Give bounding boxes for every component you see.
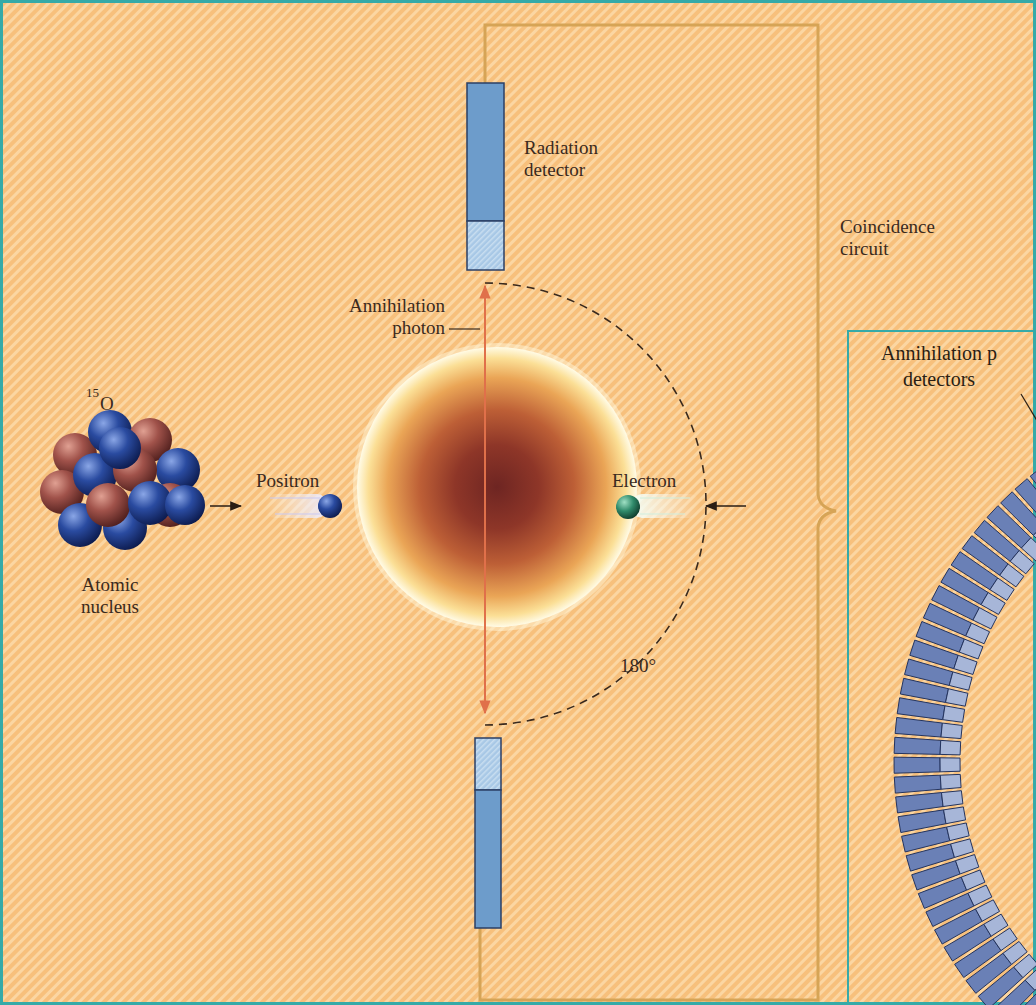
detector-crystal — [946, 689, 968, 706]
detector-crystal — [954, 655, 977, 674]
detector-block — [1030, 466, 1036, 512]
inset-panel: Annihilation p detectors — [847, 330, 1036, 1005]
detector-block — [894, 775, 941, 793]
upper-detector — [467, 83, 504, 270]
detector-crystal — [943, 706, 965, 723]
detector-crystal — [1021, 538, 1036, 562]
annihilation-sphere — [357, 347, 637, 627]
detector-ring — [849, 332, 1036, 1005]
detector-crystal — [940, 758, 960, 772]
lower-detector — [475, 738, 501, 928]
motion-arrow — [210, 505, 241, 507]
detector-crystal — [949, 672, 972, 690]
detector-crystal — [1033, 526, 1036, 550]
detector-crystal — [940, 740, 961, 755]
part-label: Atomic nucleus — [62, 574, 158, 618]
part-label: Coincidence circuit — [840, 216, 955, 260]
leader-line — [449, 328, 480, 329]
positron — [265, 494, 342, 518]
nucleus — [40, 410, 205, 550]
annihilation-glow — [353, 343, 641, 631]
electron — [616, 494, 700, 519]
part-label: Annihilation photon — [300, 295, 445, 339]
detector-block — [894, 737, 941, 754]
photon-arrow — [484, 286, 486, 467]
detector-block — [896, 793, 943, 813]
angle-label: 180° — [620, 655, 680, 677]
detector-crystal — [944, 807, 966, 824]
part-label: Radiation detector — [524, 137, 634, 181]
detector-crystal — [941, 723, 962, 739]
detector-crystal — [940, 774, 961, 789]
detector-crystal — [941, 791, 962, 807]
detector-crystal — [956, 855, 979, 874]
panel-title: Annihilation p detectors — [853, 340, 1025, 392]
detector-crystal — [961, 870, 985, 890]
detector-crystal — [951, 839, 974, 858]
element-symbol: O — [100, 393, 130, 415]
detector-block — [895, 717, 942, 737]
particle-label: Electron — [612, 470, 702, 492]
detector-block — [894, 757, 940, 773]
detector-block — [1015, 479, 1036, 524]
leader-line — [1021, 394, 1036, 424]
motion-arrow — [706, 505, 746, 507]
photon-arrow — [484, 467, 486, 713]
particle-label: Positron — [256, 470, 346, 492]
detector-block — [898, 810, 946, 833]
detector-crystal — [947, 823, 970, 841]
